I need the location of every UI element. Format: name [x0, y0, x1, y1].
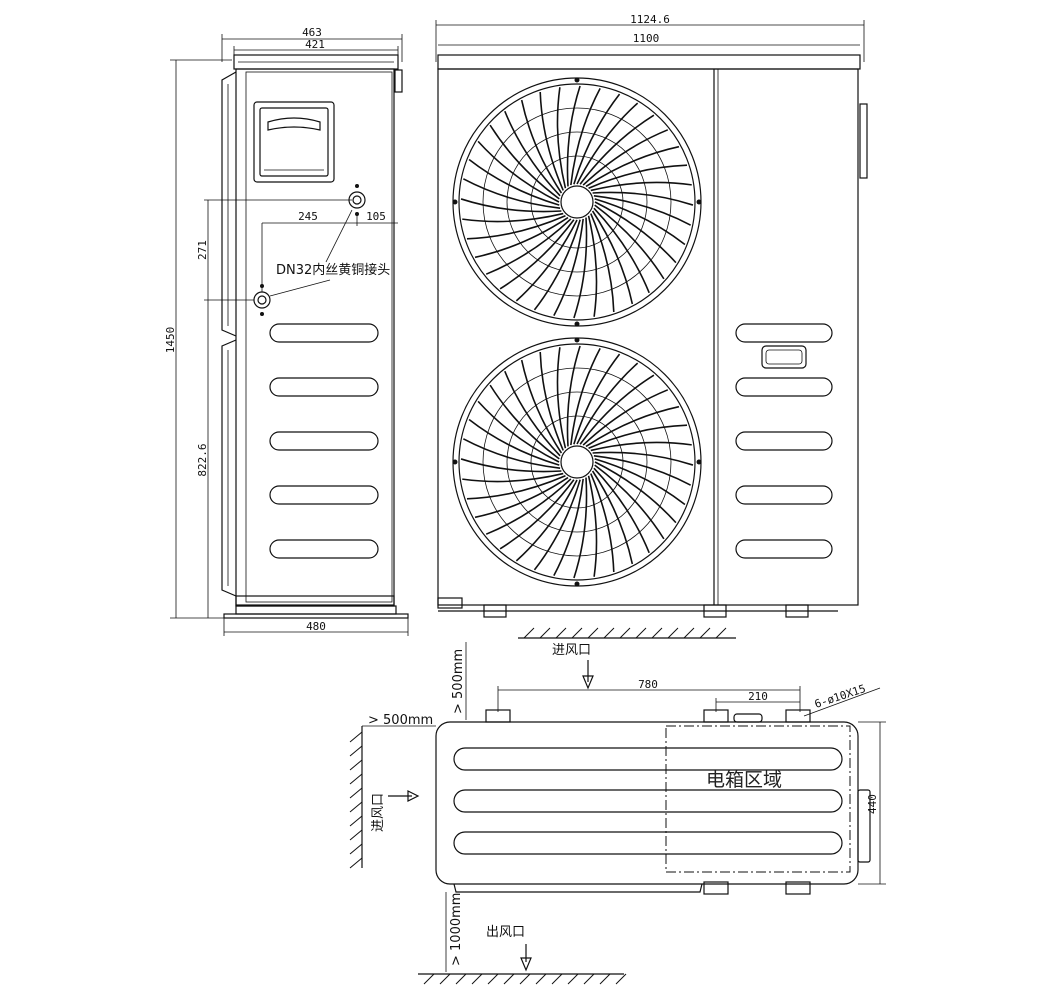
dim-lower-height: 822.6	[196, 443, 209, 476]
dim-pipe-offset-right: 105	[366, 210, 386, 223]
dim-height: 1450	[164, 327, 177, 354]
dim-pipe-offset-left: 245	[298, 210, 318, 223]
clearance-bottom: > 1000mm	[449, 893, 464, 966]
dim-base-width: 480	[306, 620, 326, 633]
clearance-top: > 500mm	[451, 649, 466, 714]
dim-depth: 440	[866, 794, 879, 814]
electric-box-label: 电箱区域	[706, 769, 782, 791]
lower-fan-icon	[452, 337, 702, 587]
dim-foot-spacing: 780	[638, 678, 658, 691]
front-view: 1124.6 1100	[435, 13, 868, 639]
dim-side-total: 463	[302, 26, 322, 39]
plan-view: > 500mm 进风口 780 210 6-ø10X15 > 500mm 进风口	[349, 642, 886, 985]
dim-front-total: 1124.6	[630, 13, 670, 26]
upper-fan-icon	[452, 77, 702, 327]
inlet-top-label: 进风口	[552, 643, 591, 658]
clearance-left: > 500mm	[368, 713, 433, 728]
dim-front-body: 1100	[633, 32, 660, 45]
dim-pipe-spacing: 271	[196, 240, 209, 260]
connector-label: DN32内丝黄铜接头	[276, 262, 390, 278]
side-view: 463 421 245 105	[164, 26, 409, 636]
outlet-label: 出风口	[486, 925, 525, 940]
inlet-left-label: 进风口	[371, 793, 386, 832]
dim-side-body: 421	[305, 38, 325, 51]
dim-mount-holes: 6-ø10X15	[813, 682, 867, 711]
dim-foot-spacing-small: 210	[748, 690, 768, 703]
